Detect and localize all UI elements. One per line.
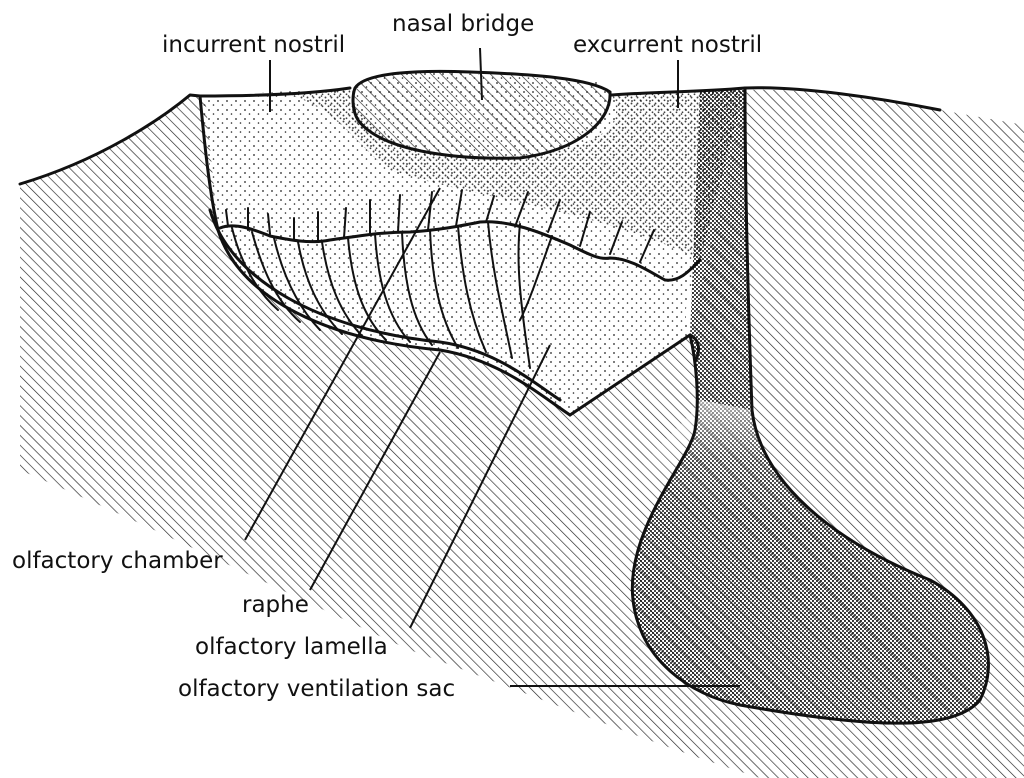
label-nasal-bridge: nasal bridge	[392, 11, 534, 37]
label-olfactory-lamella: olfactory lamella	[195, 634, 388, 660]
label-olfactory-chamber: olfactory chamber	[12, 548, 223, 574]
label-incurrent-nostril: incurrent nostril	[162, 32, 345, 58]
label-raphe: raphe	[242, 592, 309, 618]
label-excurrent-nostril: excurrent nostril	[573, 32, 762, 58]
label-olfactory-ventilation-sac: olfactory ventilation sac	[178, 676, 455, 702]
